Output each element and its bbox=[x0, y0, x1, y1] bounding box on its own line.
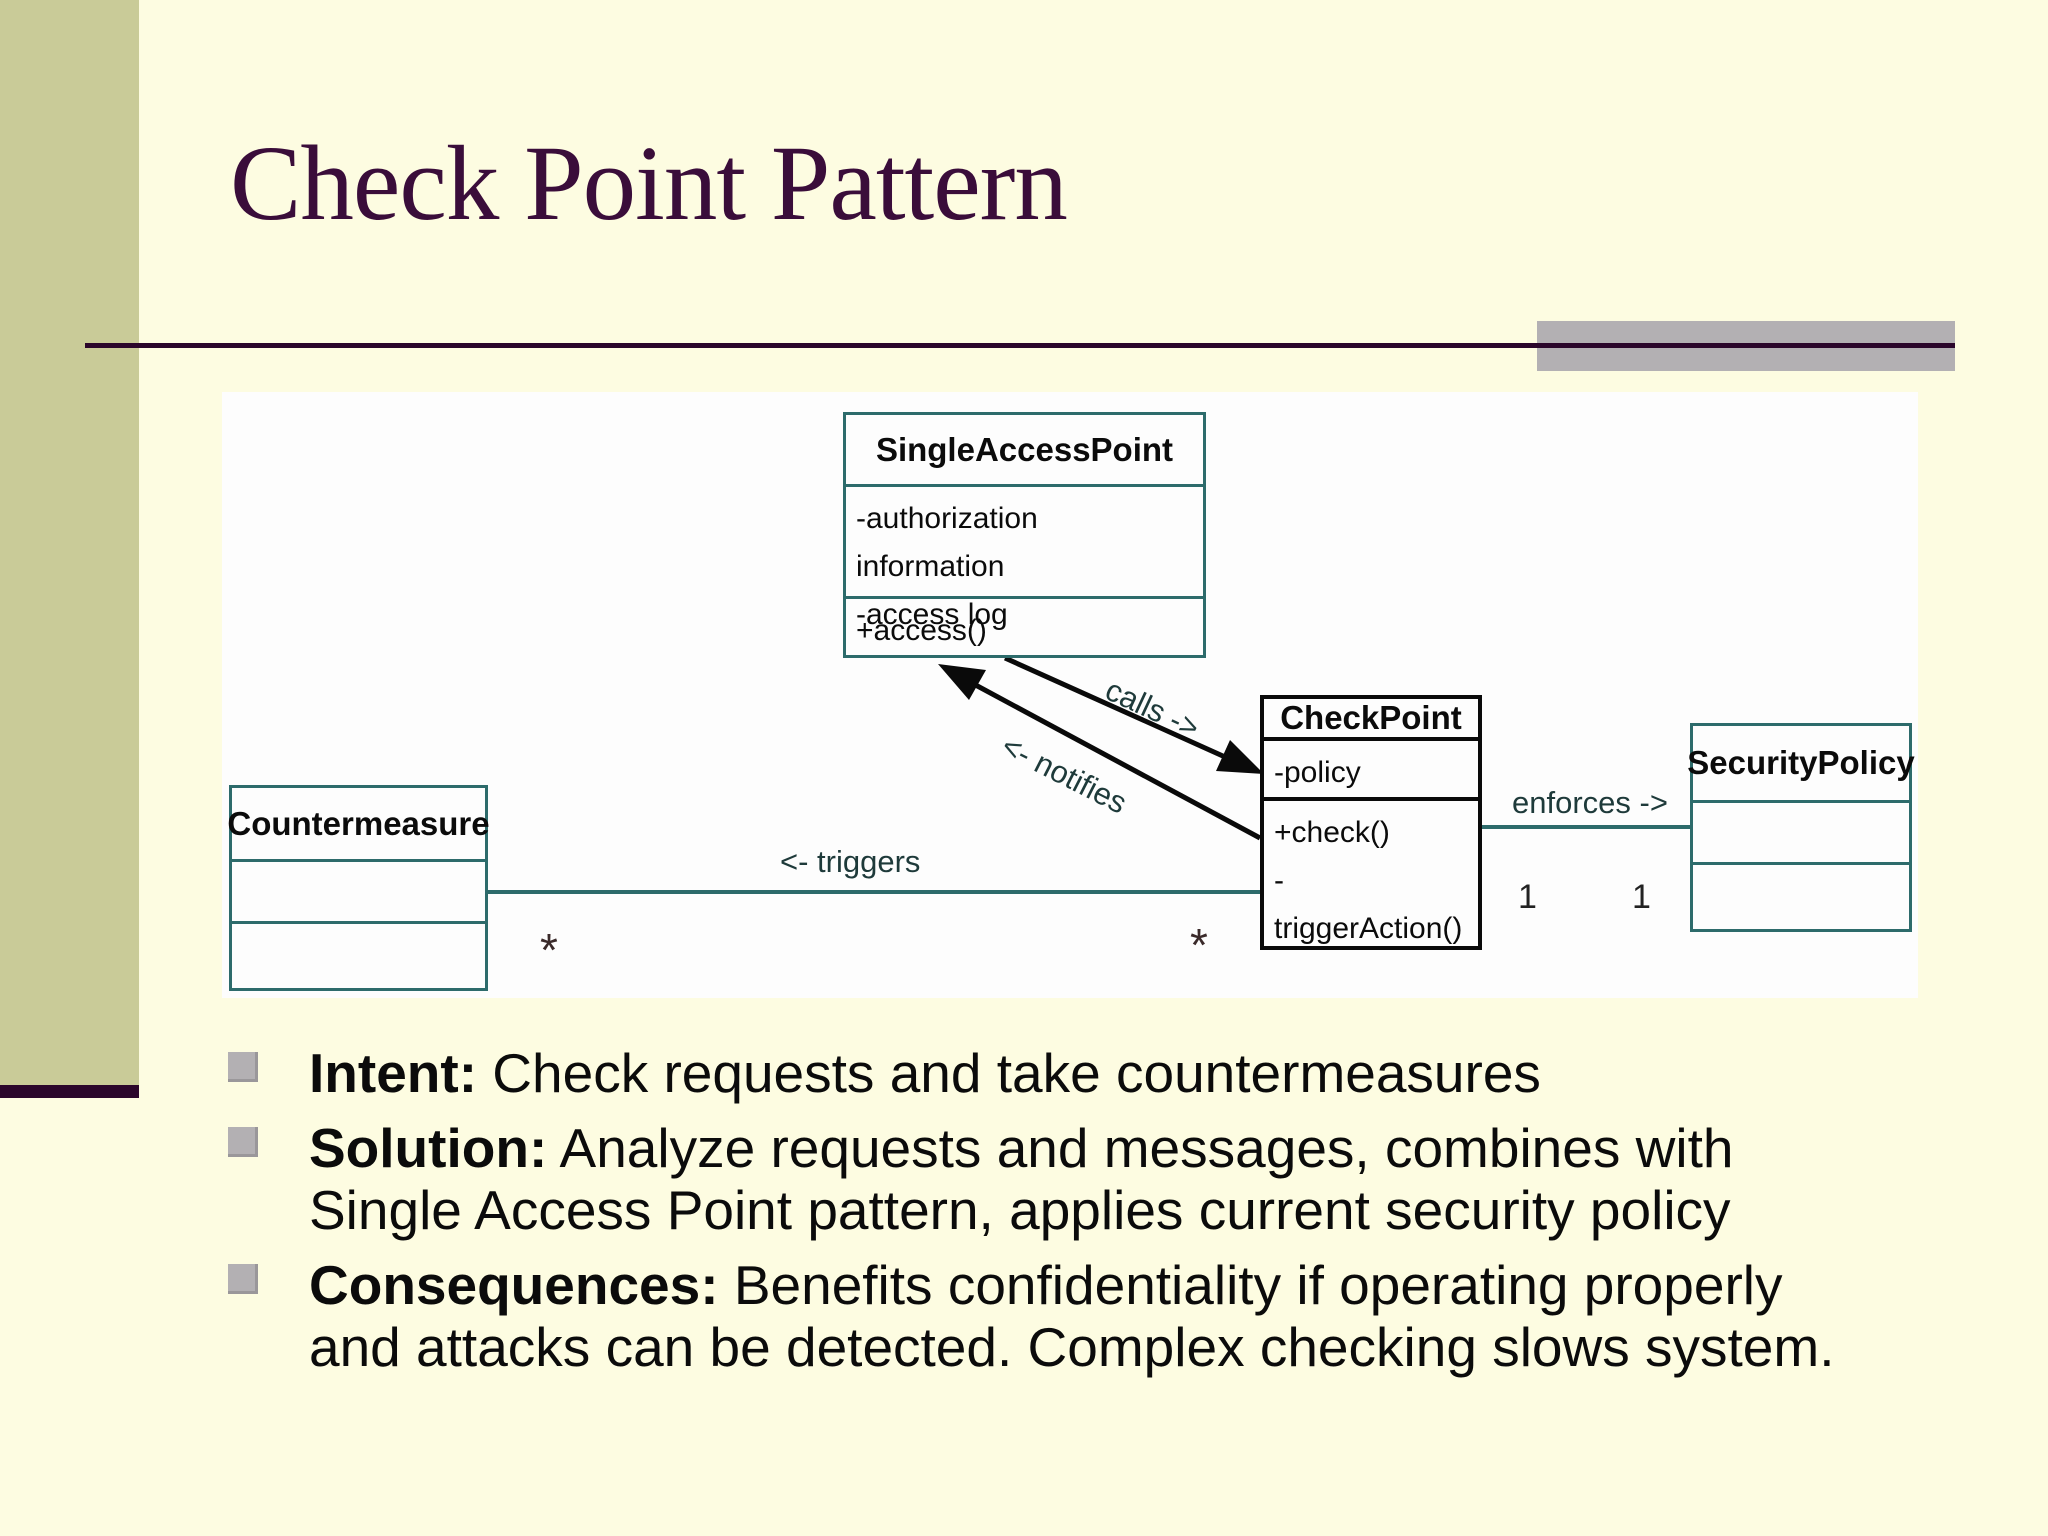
method: +check() bbox=[1274, 816, 1390, 849]
bullet-list: Intent: Check requests and take counterm… bbox=[228, 1042, 1928, 1391]
attributes-single-access-point: -authorization information -access log bbox=[846, 487, 1203, 631]
methods-security-policy-empty bbox=[1693, 865, 1909, 929]
uml-class-security-policy: SecurityPolicy bbox=[1687, 723, 1915, 932]
uml-class-check-point: CheckPoint -policy +check() -triggerActi… bbox=[1260, 695, 1482, 950]
bullet-text: Check requests and take countermeasures bbox=[477, 1042, 1541, 1104]
class-name-check-point: CheckPoint bbox=[1264, 699, 1478, 741]
bullet-square-icon bbox=[228, 1264, 258, 1294]
bullet-lead: Intent: bbox=[309, 1042, 478, 1104]
uml-class-single-access-point: SingleAccessPoint -authorization informa… bbox=[843, 412, 1206, 658]
uml-class-countermeasure: Countermeasure bbox=[227, 785, 490, 991]
bullet-text-line2: and attacks can be detected. Complex che… bbox=[309, 1316, 1835, 1378]
page-title: Check Point Pattern bbox=[230, 125, 1068, 243]
method: +access() bbox=[856, 614, 987, 647]
uml-connector-lines bbox=[488, 655, 1690, 894]
method: -triggerAction() bbox=[1274, 864, 1463, 945]
bullet-text: Analyze requests and messages, combines … bbox=[547, 1117, 1734, 1179]
bullet-text-line2: Single Access Point pattern, applies cur… bbox=[309, 1179, 1731, 1241]
notifies-line bbox=[968, 679, 1262, 841]
bullet-consequences: Consequences: Benefits confidentiality i… bbox=[228, 1254, 1928, 1378]
methods-countermeasure-empty bbox=[232, 924, 485, 988]
title-rule-line bbox=[85, 343, 1955, 348]
calls-arrowhead-icon bbox=[1216, 740, 1264, 774]
class-name-single-access-point: SingleAccessPoint bbox=[846, 415, 1203, 487]
attribute: -access log bbox=[856, 598, 1008, 631]
class-name-security-policy: SecurityPolicy bbox=[1687, 726, 1915, 803]
multiplicity-triggers-countermeasure: * bbox=[540, 924, 558, 976]
calls-line bbox=[1003, 655, 1236, 764]
multiplicity-triggers-checkpoint: * bbox=[1190, 919, 1208, 971]
bullet-square-icon bbox=[228, 1127, 258, 1157]
triggers-edge-label: <- triggers bbox=[780, 844, 921, 879]
uml-diagram-panel: SingleAccessPoint -authorization informa… bbox=[222, 392, 1918, 998]
bullet-lead: Consequences: bbox=[309, 1254, 719, 1316]
attributes-countermeasure-empty bbox=[232, 862, 485, 924]
sidebar-underline-bar bbox=[0, 1085, 139, 1098]
methods-check-point: +check() -triggerAction() bbox=[1264, 801, 1478, 953]
attribute: -policy bbox=[1274, 756, 1361, 789]
sidebar-accent-bar bbox=[0, 0, 139, 1085]
attribute: -authorization information bbox=[856, 502, 1038, 583]
multiplicity-enforces-checkpoint: 1 bbox=[1518, 878, 1537, 916]
bullet-square-icon bbox=[228, 1052, 258, 1082]
multiplicity-enforces-securitypolicy: 1 bbox=[1632, 878, 1651, 916]
bullet-lead: Solution: bbox=[309, 1117, 548, 1179]
bullet-solution: Solution: Analyze requests and messages,… bbox=[228, 1117, 1928, 1241]
bullet-text: Benefits confidentiality if operating pr… bbox=[718, 1254, 1783, 1316]
bullet-intent: Intent: Check requests and take counterm… bbox=[228, 1042, 1928, 1104]
attributes-security-policy-empty bbox=[1693, 803, 1909, 865]
enforces-edge-label: enforces -> bbox=[1512, 785, 1668, 820]
attributes-check-point: -policy bbox=[1264, 741, 1478, 801]
notifies-arrowhead-icon bbox=[938, 664, 986, 700]
methods-single-access-point: +access() bbox=[846, 599, 1203, 655]
class-name-countermeasure: Countermeasure bbox=[227, 788, 490, 862]
